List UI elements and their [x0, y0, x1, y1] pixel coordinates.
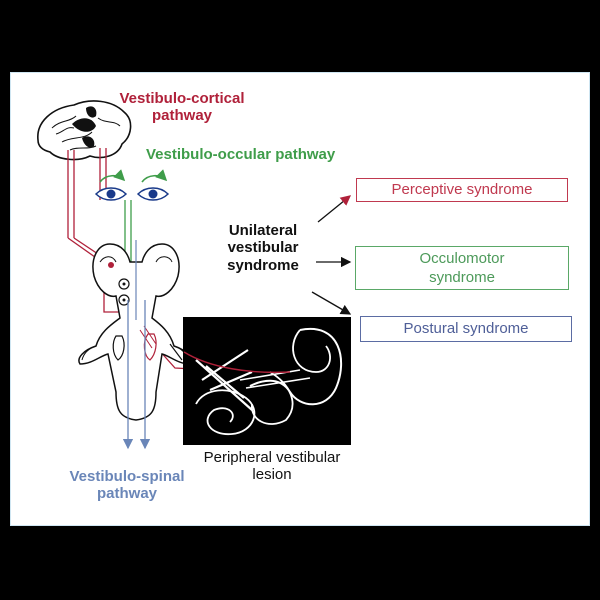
- syndrome-label: Unilateral vestibular syndrome: [210, 222, 316, 274]
- occulomotor-syndrome-box: Occulomotor syndrome: [355, 246, 569, 290]
- postural-syndrome-text: Postural syndrome: [403, 320, 529, 338]
- perceptive-syndrome-box: Perceptive syndrome: [356, 178, 568, 202]
- spinal-label-line2: pathway: [96, 485, 157, 503]
- syndrome-label-line3: syndrome: [227, 256, 299, 274]
- occular-label: Vestibulo-occular pathway: [146, 146, 336, 163]
- cortical-label: Vestibulo-cortical pathway: [104, 90, 260, 125]
- eye-icon: [94, 169, 170, 201]
- occulomotor-syndrome-text2: syndrome: [429, 269, 495, 286]
- lesion-label-line1: Peripheral vestibular: [203, 449, 341, 466]
- brainstem-icon: [78, 243, 192, 421]
- syndrome-label-line2: vestibular: [227, 239, 299, 257]
- inner-ear-icon: [183, 317, 351, 445]
- spinal-pathway-lines: [122, 240, 151, 450]
- lesion-label-line2: lesion: [252, 466, 292, 484]
- syndrome-label-line1: Unilateral: [228, 222, 298, 239]
- syndrome-arrows: [311, 195, 352, 315]
- cortical-label-line1: Vestibulo-cortical: [119, 90, 245, 107]
- lesion-label: Peripheral vestibular lesion: [172, 449, 372, 484]
- brain-icon: [37, 100, 132, 161]
- perceptive-syndrome-text: Perceptive syndrome: [391, 181, 533, 199]
- spinal-label-line1: Vestibulo-spinal: [69, 468, 185, 485]
- spinal-label: Vestibulo-spinal pathway: [52, 468, 202, 503]
- cortical-label-line2: pathway: [151, 107, 212, 125]
- occulomotor-syndrome-text1: Occulomotor: [419, 249, 505, 267]
- postural-syndrome-box: Postural syndrome: [360, 316, 572, 342]
